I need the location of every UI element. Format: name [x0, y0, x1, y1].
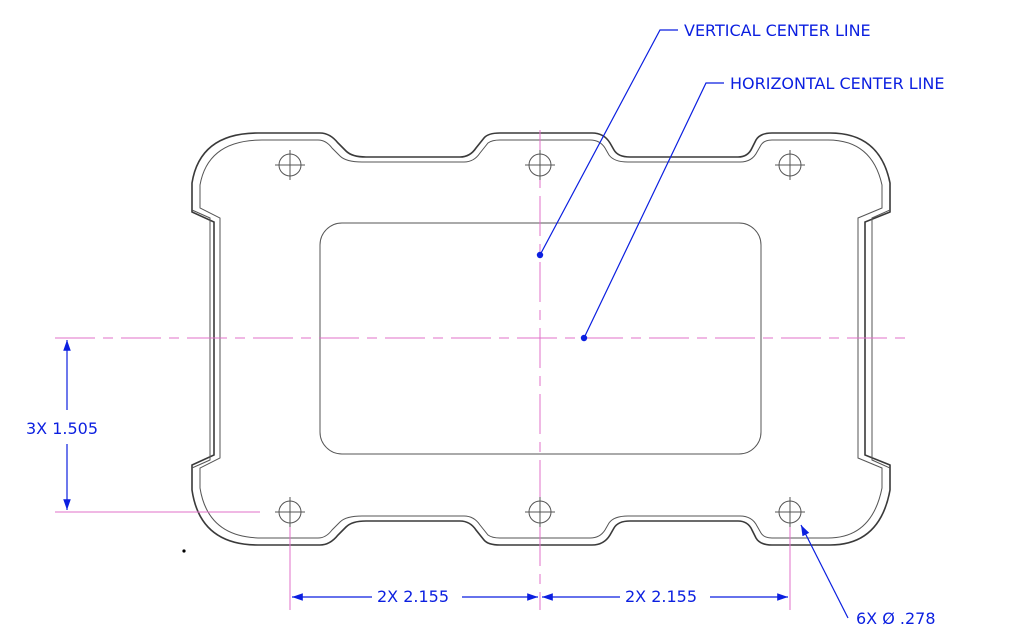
mounting-hole: [275, 150, 305, 180]
hole-diameter-label: 6X Ø .278: [856, 609, 936, 628]
horizontal-center-line-leader: [583, 82, 724, 339]
left-side-slot: [191, 209, 211, 469]
horizontal-center-line-dot: [580, 334, 588, 342]
right-side-slot: [871, 209, 891, 469]
mounting-hole: [525, 497, 555, 527]
plate-inner-outline: [199, 139, 883, 539]
vertical-dimension-label: 3X 1.505: [26, 419, 98, 438]
mounting-hole: [775, 150, 805, 180]
horizontal-dimension-right-label: 2X 2.155: [625, 587, 697, 606]
vertical-center-line-dot: [536, 251, 544, 259]
mounting-hole: [775, 497, 805, 527]
mounting-hole: [275, 497, 305, 527]
mounting-hole: [525, 150, 555, 180]
plate-outer-outline: [191, 132, 891, 546]
vertical-center-line-label: VERTICAL CENTER LINE: [684, 21, 871, 40]
horizontal-center-line-label: HORIZONTAL CENTER LINE: [730, 74, 945, 93]
mounting-holes: [275, 150, 805, 527]
stray-dot: [182, 549, 186, 553]
hole-diameter-leader: [800, 524, 849, 619]
vertical-center-line-leader: [539, 29, 678, 256]
horizontal-dimension-left-label: 2X 2.155: [377, 587, 449, 606]
